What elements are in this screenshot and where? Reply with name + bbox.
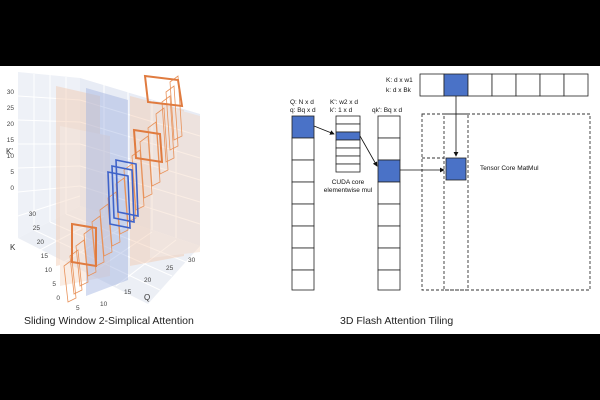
orange-window-stack: [63, 75, 183, 303]
figure-canvas: 30 25 20 15 10 5 0 K' 30 25 20 15 10 5 0…: [0, 66, 600, 334]
right-caption: 3D Flash Attention Tiling: [340, 315, 453, 327]
svg-text:20: 20: [37, 239, 45, 246]
qk-tile-label: qk': Bq x d: [372, 107, 403, 114]
svg-text:5: 5: [52, 281, 56, 288]
floor: [18, 206, 200, 304]
flow-arrows: [313, 96, 459, 173]
output-tile-highlight: [445, 157, 467, 181]
svg-text:5: 5: [10, 169, 14, 176]
k-shape-label: K: d x w1: [386, 77, 413, 84]
q-ticks: 5 10 15 20 25 30: [76, 257, 196, 312]
svg-text:30: 30: [188, 257, 196, 264]
k-prime-axis-label: K': [6, 147, 13, 156]
svg-text:10: 10: [7, 153, 15, 160]
left-wall-grid: [17, 74, 81, 230]
svg-text:15: 15: [7, 137, 15, 144]
svg-text:30: 30: [7, 89, 15, 96]
back-wall-grid: [79, 85, 201, 238]
svg-text:20: 20: [144, 277, 152, 284]
q-axis-label: Q: [144, 293, 150, 302]
qk-matrix: [377, 115, 401, 291]
kp-tile-highlight: [335, 131, 361, 141]
sliding-window-plot: 30 25 20 15 10 5 0 K' 30 25 20 15 10 5 0…: [6, 72, 201, 327]
k-axis-label: K: [10, 243, 16, 252]
cuda-label-line2: elementwise mul: [324, 187, 373, 194]
svg-text:30: 30: [29, 211, 37, 218]
arrow-q-to-kp: [313, 125, 335, 135]
kp-matrix: [335, 115, 361, 173]
svg-text:10: 10: [100, 301, 108, 308]
cuda-label-line1: CUDA core: [332, 179, 365, 186]
k-prime-ticks: 30 25 20 15 10 5 0: [7, 89, 15, 192]
svg-text:5: 5: [76, 305, 80, 312]
kp-shape-label: K': w2 x d: [330, 99, 358, 106]
k-ticks: 30 25 20 15 10 5 0: [29, 211, 61, 302]
left-caption: Sliding Window 2-Simplical Attention: [24, 315, 194, 327]
svg-text:15: 15: [124, 289, 132, 296]
svg-text:20: 20: [7, 121, 15, 128]
svg-text:15: 15: [41, 253, 49, 260]
q-matrix: [291, 115, 315, 291]
k-matrix: [419, 73, 589, 97]
figure-svg: 30 25 20 15 10 5 0 K' 30 25 20 15 10 5 0…: [6, 72, 591, 327]
svg-text:0: 0: [56, 295, 60, 302]
svg-text:25: 25: [33, 225, 41, 232]
blue-tiles: [107, 159, 139, 229]
k-tile-label: k: d x Bk: [386, 87, 412, 94]
svg-text:25: 25: [7, 105, 15, 112]
q-tile-highlight: [291, 115, 315, 139]
svg-text:25: 25: [166, 265, 174, 272]
output-region: [421, 113, 591, 291]
flash-attention-diagram: K: d x w1 k: d x Bk Q: N x d q: Bq x d K…: [290, 73, 591, 327]
q-tile-label: q: Bq x d: [290, 107, 316, 114]
svg-text:10: 10: [45, 267, 53, 274]
svg-text:0: 0: [10, 185, 14, 192]
q-shape-label: Q: N x d: [290, 99, 314, 106]
k-tile-highlight: [443, 73, 469, 97]
qk-tile-highlight: [377, 159, 401, 183]
kp-tile-label: k': 1 x d: [330, 107, 353, 114]
tensor-core-label: Tensor Core MatMul: [480, 165, 539, 172]
arrow-kp-to-qk: [359, 135, 378, 167]
orange-tiles: [71, 74, 184, 268]
